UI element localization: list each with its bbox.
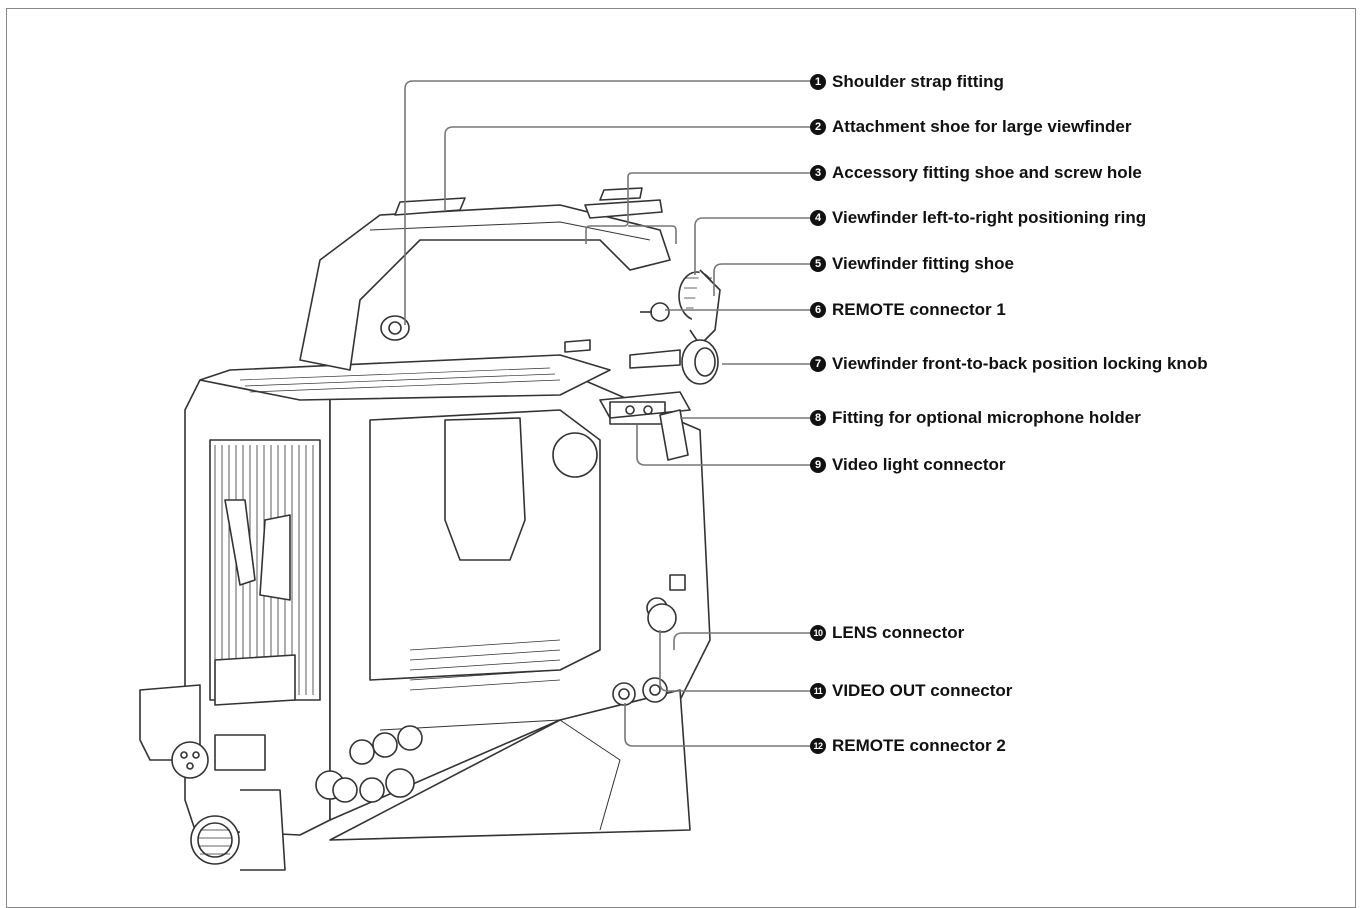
callout-number-badge: 11: [810, 683, 826, 699]
callout-number-badge: 3: [810, 165, 826, 181]
callout-6: 6 REMOTE connector 1: [810, 300, 1006, 320]
callout-7: 7 Viewfinder front-to-back position lock…: [810, 354, 1208, 374]
leader-3: [585, 172, 815, 244]
callout-number-badge: 6: [810, 302, 826, 318]
callout-label: Video light connector: [832, 455, 1006, 474]
callout-label: Viewfinder fitting shoe: [832, 254, 1014, 273]
callout-3: 3 Accessory fitting shoe and screw hole: [810, 163, 1142, 183]
callout-label: Fitting for optional microphone holder: [832, 408, 1141, 427]
leader-12: [624, 703, 815, 747]
callout-12: 12 REMOTE connector 2: [810, 736, 1006, 756]
callout-4: 4 Viewfinder left-to-right positioning r…: [810, 208, 1146, 228]
leader-2: [444, 126, 815, 210]
callout-1: 1 Shoulder strap fitting: [810, 72, 1004, 92]
callout-number-badge: 7: [810, 356, 826, 372]
callout-number-badge: 12: [810, 738, 826, 754]
callout-number-badge: 10: [810, 625, 826, 641]
callout-label: REMOTE connector 1: [832, 300, 1006, 319]
callout-label: VIDEO OUT connector: [832, 681, 1013, 700]
callout-8: 8 Fitting for optional microphone holder: [810, 408, 1141, 428]
leader-5: [713, 263, 815, 296]
callout-label: REMOTE connector 2: [832, 736, 1006, 755]
callout-label: Viewfinder front-to-back position lockin…: [832, 354, 1208, 373]
callout-5: 5 Viewfinder fitting shoe: [810, 254, 1014, 274]
callout-number-badge: 9: [810, 457, 826, 473]
callout-label: Shoulder strap fitting: [832, 72, 1004, 91]
leader-1: [404, 80, 815, 325]
callout-number-badge: 1: [810, 74, 826, 90]
callout-label: Attachment shoe for large viewfinder: [832, 117, 1132, 136]
callout-number-badge: 4: [810, 210, 826, 226]
callout-number-badge: 8: [810, 410, 826, 426]
callout-number-badge: 5: [810, 256, 826, 272]
leader-10: [673, 632, 815, 650]
callout-label: Viewfinder left-to-right positioning rin…: [832, 208, 1147, 227]
leader-4: [694, 217, 815, 275]
callout-10: 10 LENS connector: [810, 623, 964, 643]
callout-11: 11 VIDEO OUT connector: [810, 681, 1012, 701]
leader-11: [659, 630, 815, 692]
callout-2: 2 Attachment shoe for large viewfinder: [810, 117, 1131, 137]
callout-number-badge: 2: [810, 119, 826, 135]
leader-9: [636, 425, 815, 466]
callout-label: Accessory fitting shoe and screw hole: [832, 163, 1142, 182]
callout-9: 9 Video light connector: [810, 455, 1005, 475]
callout-label: LENS connector: [832, 623, 965, 642]
